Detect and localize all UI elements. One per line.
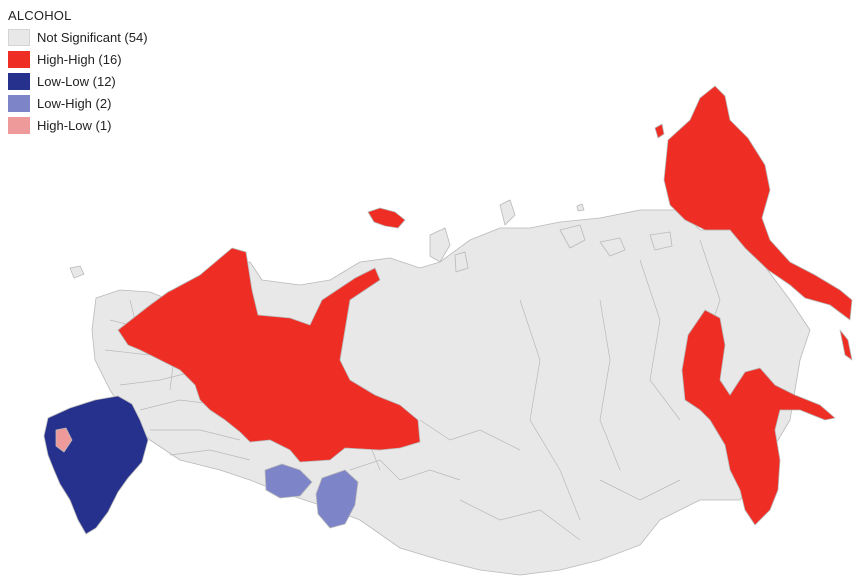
region-low-low-southwest xyxy=(43,395,149,535)
region-high-high-fareast-south xyxy=(681,309,836,526)
region-high-high-fareast-island xyxy=(654,123,665,139)
legend-swatch xyxy=(8,116,30,134)
legend: ALCOHOL Not Significant (54) High-High (… xyxy=(8,8,148,136)
legend-item-low-high: Low-High (2) xyxy=(8,92,148,114)
region-high-low xyxy=(55,427,73,453)
legend-label: Low-Low (12) xyxy=(37,73,116,89)
legend-swatch xyxy=(8,50,30,68)
region-low-high-1 xyxy=(264,463,313,499)
legend-label: High-Low (1) xyxy=(37,117,112,133)
legend-label: Low-High (2) xyxy=(37,95,112,111)
region-high-high-arctic xyxy=(367,207,406,229)
legend-item-high-low: High-Low (1) xyxy=(8,114,148,136)
legend-label: Not Significant (54) xyxy=(37,29,148,45)
region-kaliningrad xyxy=(69,265,85,279)
legend-item-not-significant: Not Significant (54) xyxy=(8,26,148,48)
legend-label: High-High (16) xyxy=(37,51,122,67)
legend-item-low-low: Low-Low (12) xyxy=(8,70,148,92)
legend-title: ALCOHOL xyxy=(8,8,72,23)
legend-item-high-high: High-High (16) xyxy=(8,48,148,70)
region-high-high-northwest xyxy=(117,247,421,463)
legend-swatch xyxy=(8,72,30,90)
region-low-high-2 xyxy=(315,469,359,529)
region-high-high-kurils xyxy=(839,329,853,361)
region-high-high-fareast-north xyxy=(663,85,853,321)
legend-swatch xyxy=(8,94,30,112)
legend-swatch xyxy=(8,28,30,46)
